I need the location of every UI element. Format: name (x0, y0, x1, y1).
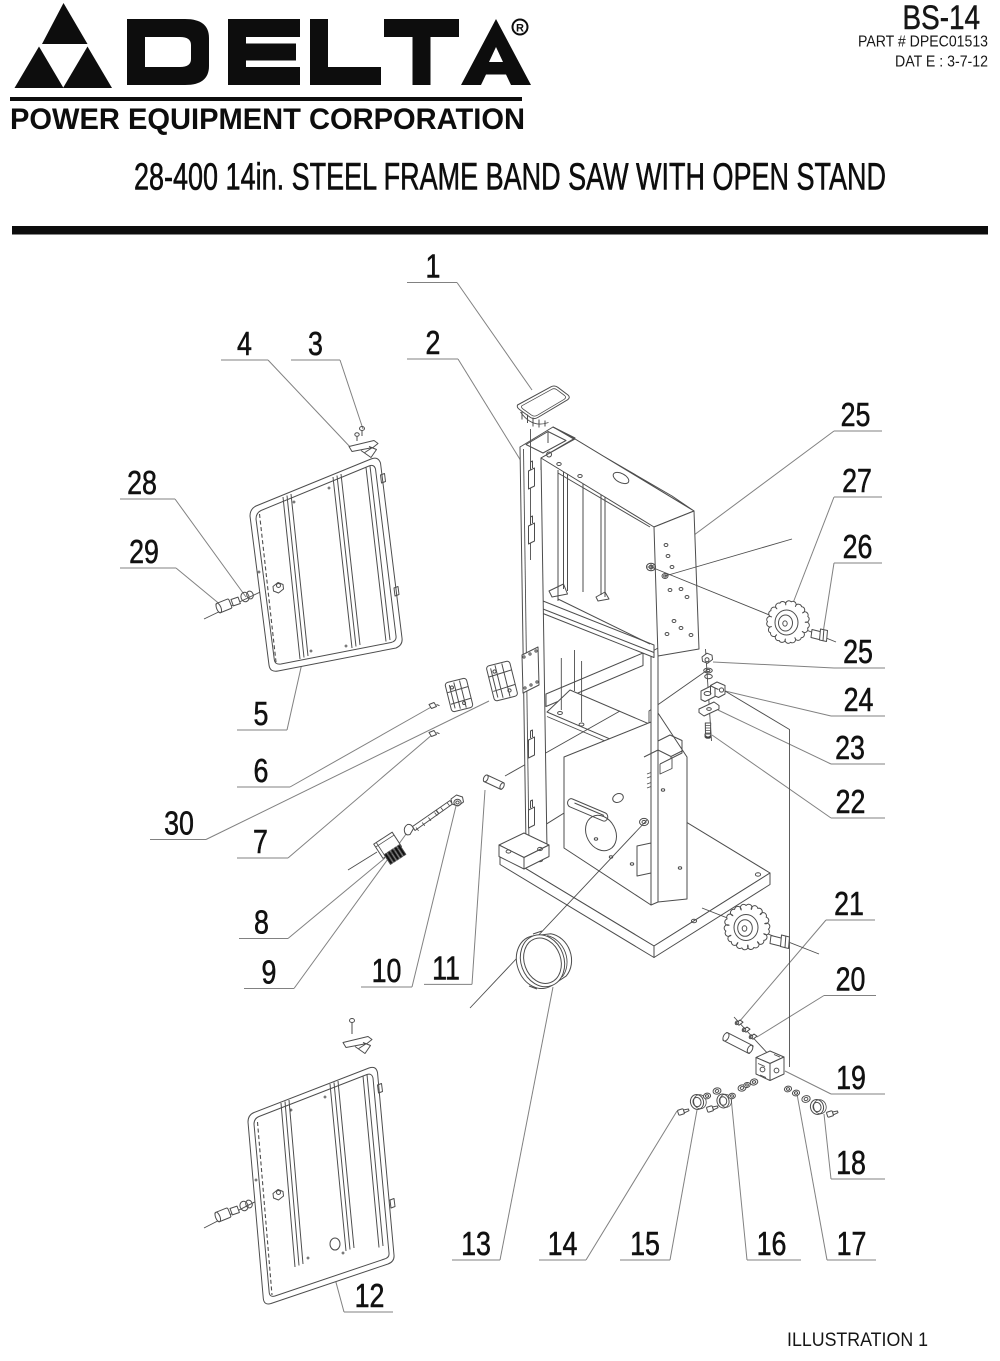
svg-text:7: 7 (253, 824, 268, 860)
svg-text:18: 18 (836, 1145, 866, 1181)
svg-text:9: 9 (262, 955, 277, 991)
svg-text:27: 27 (842, 463, 872, 499)
svg-text:DAT E : 3-7-12: DAT E : 3-7-12 (895, 54, 988, 71)
svg-text:12: 12 (355, 1278, 385, 1314)
svg-text:8: 8 (254, 905, 269, 941)
svg-text:16: 16 (757, 1226, 787, 1262)
svg-text:19: 19 (836, 1060, 866, 1096)
svg-text:28-400 14in. STEEL FRAME BAND: 28-400 14in. STEEL FRAME BAND SAW WITH O… (134, 157, 886, 199)
svg-text:4: 4 (237, 326, 252, 362)
svg-text:23: 23 (835, 730, 865, 766)
svg-text:24: 24 (844, 682, 874, 718)
svg-text:13: 13 (461, 1226, 491, 1262)
svg-text:26: 26 (843, 529, 873, 565)
svg-text:POWER EQUIPMENT CORPORATION: POWER EQUIPMENT CORPORATION (10, 103, 525, 136)
svg-text:10: 10 (372, 953, 402, 989)
svg-text:PART # DPEC01513: PART # DPEC01513 (858, 34, 988, 51)
svg-text:R: R (516, 23, 524, 35)
svg-text:25: 25 (841, 397, 871, 433)
svg-text:17: 17 (837, 1226, 867, 1262)
svg-text:22: 22 (836, 784, 866, 820)
svg-text:BS-14: BS-14 (903, 0, 980, 37)
svg-text:6: 6 (254, 753, 269, 789)
svg-text:14: 14 (548, 1226, 578, 1262)
svg-text:29: 29 (129, 534, 159, 570)
svg-text:2: 2 (426, 325, 441, 361)
svg-text:ILLUSTRATION 1: ILLUSTRATION 1 (787, 1330, 928, 1351)
svg-text:15: 15 (630, 1226, 660, 1262)
svg-text:30: 30 (164, 806, 194, 842)
svg-text:25: 25 (843, 634, 873, 670)
svg-text:5: 5 (254, 696, 269, 732)
svg-text:21: 21 (834, 886, 864, 922)
svg-text:28: 28 (127, 465, 157, 501)
svg-text:3: 3 (308, 326, 323, 362)
svg-text:11: 11 (432, 951, 460, 987)
svg-text:20: 20 (836, 962, 866, 998)
svg-text:1: 1 (426, 249, 441, 285)
